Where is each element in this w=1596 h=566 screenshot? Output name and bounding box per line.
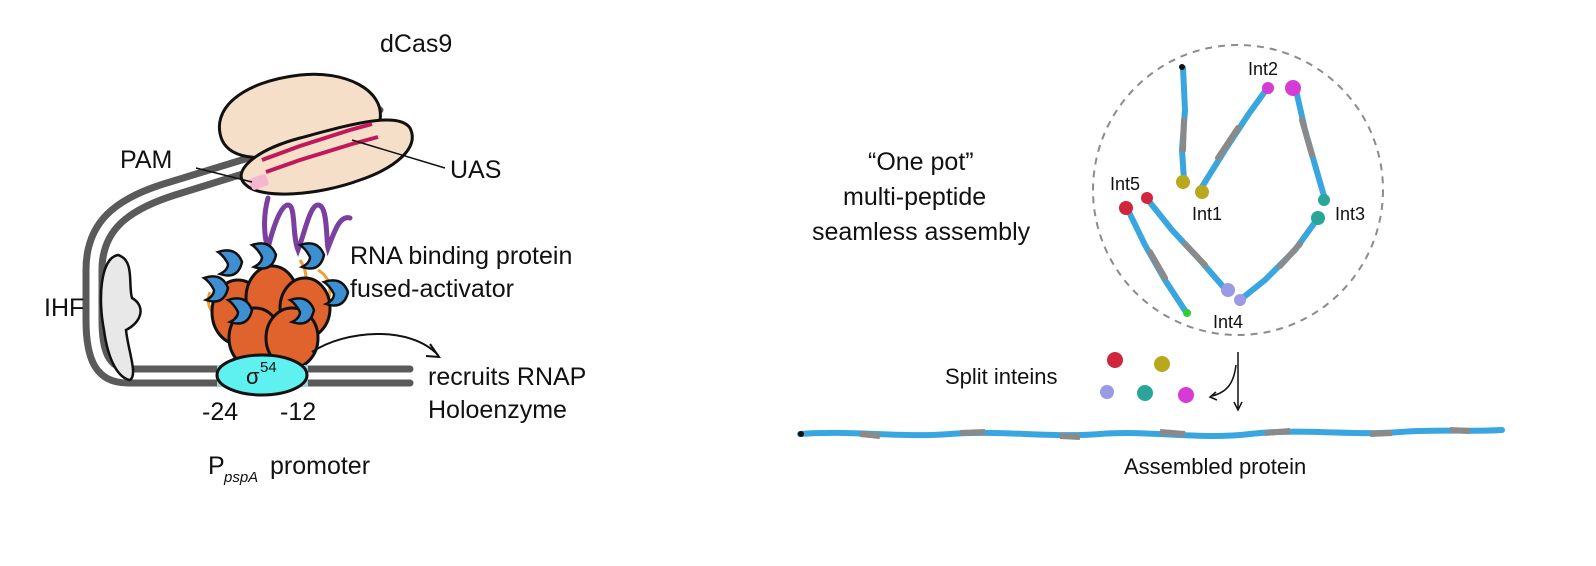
rna-binding-protein [201, 275, 230, 303]
int2-c-half [1285, 80, 1301, 96]
released-int3 [1137, 385, 1153, 401]
rna-binding-protein [249, 242, 278, 270]
position-minus12: -12 [280, 398, 316, 426]
ihf-label: IHF [44, 294, 84, 322]
rna-binding-protein [215, 249, 244, 277]
assembled-protein-label: Assembled protein [1124, 454, 1306, 479]
peptide-chain-3-segment [1299, 117, 1315, 158]
int4-label: Int4 [1213, 312, 1243, 332]
rna-binding-proteins [201, 242, 350, 325]
int4-n-half [1221, 283, 1235, 297]
recruits-arrowhead [425, 343, 442, 359]
pam-leader-line [195, 167, 253, 183]
peptide-chain-6-segment [1147, 249, 1168, 281]
peptide-chain-1-segment [1180, 117, 1187, 153]
guide-rna-strand-2 [265, 135, 379, 174]
pam-label: PAM [120, 146, 172, 174]
released-inteins [1100, 352, 1194, 403]
guide-rna-strand-1 [261, 122, 373, 162]
one-pot-label-line2: multi-peptide [843, 183, 986, 211]
sigma54-superscript: 54 [260, 359, 277, 376]
split-inteins-label: Split inteins [945, 364, 1058, 389]
chain-n-terminus [1179, 64, 1185, 70]
dna-strand-inner [82, 106, 414, 387]
int5-label: Int5 [1110, 174, 1140, 194]
int1-n-half [1176, 175, 1190, 189]
dcas9-protein [217, 72, 414, 196]
int3-c-half [1311, 211, 1325, 225]
released-int5 [1107, 352, 1123, 368]
int5-c-half [1141, 192, 1153, 204]
int3-label: Int3 [1335, 204, 1365, 224]
position-minus24: -24 [202, 398, 238, 426]
promoter-title-p: P [208, 452, 225, 480]
peptide-chains [1125, 65, 1327, 315]
intein-markers [1119, 64, 1330, 317]
ihf-protein [99, 253, 142, 382]
rna-binding-protein [297, 242, 326, 270]
peptide-chain-5-segment [1182, 241, 1208, 268]
one-pot-label-line3: seamless assembly [812, 218, 1031, 246]
one-pot-label-line1: “One pot” [868, 148, 974, 176]
release-curl-arrowhead [1208, 391, 1218, 401]
rna-binding-protein [225, 297, 254, 325]
assembled-protein-segments [859, 427, 1471, 440]
peptide-chain-4 [1237, 215, 1321, 303]
peptide-chain-2-segment [1215, 125, 1241, 161]
recruits-label-line1: recruits RNAP [428, 363, 586, 391]
release-curl-arrow [1211, 364, 1237, 397]
int4-c-half [1234, 294, 1246, 306]
promoter-title-word: promoter [270, 452, 370, 480]
rna-binding-protein [287, 297, 316, 325]
dcas9-label: dCas9 [380, 30, 452, 58]
reaction-pot-circle [1092, 44, 1384, 336]
sigma54-label: σ [246, 364, 260, 389]
guide-rna [261, 122, 379, 174]
rna-binding-protein [321, 279, 350, 307]
int3-n-half [1318, 194, 1330, 206]
int1-c-half [1195, 185, 1209, 199]
rbp-label-line1: RNA binding protein [350, 242, 572, 270]
pam-site [249, 174, 269, 190]
right-panel-intein-assembly: “One pot” multi-peptide seamless assembl… [797, 44, 1505, 479]
assembled-n-terminus [798, 431, 804, 437]
int2-label: Int2 [1248, 59, 1278, 79]
released-int1 [1154, 356, 1170, 372]
uas-label: UAS [450, 156, 501, 184]
recruits-arrow [311, 333, 439, 356]
sigma54-factor [215, 353, 309, 397]
int2-n-half [1262, 82, 1274, 94]
left-panel-dcas9-activation: PAM UAS dCas9 [44, 30, 586, 486]
int1-label: Int1 [1192, 204, 1222, 224]
peptide-chain-4-segment [1277, 241, 1303, 269]
released-int2 [1178, 387, 1194, 403]
promoter-title-subscript: pspA [223, 469, 258, 486]
uas-leader-line [351, 139, 446, 169]
rbp-label-line2: fused-activator [350, 275, 514, 303]
chain-c-terminus [1183, 309, 1191, 317]
assembly-arrow-head [1233, 401, 1243, 412]
recruits-label-line2: Holoenzyme [428, 396, 567, 424]
assembled-protein-chain [797, 427, 1505, 439]
released-int4 [1100, 385, 1114, 399]
int5-n-half [1119, 201, 1133, 215]
